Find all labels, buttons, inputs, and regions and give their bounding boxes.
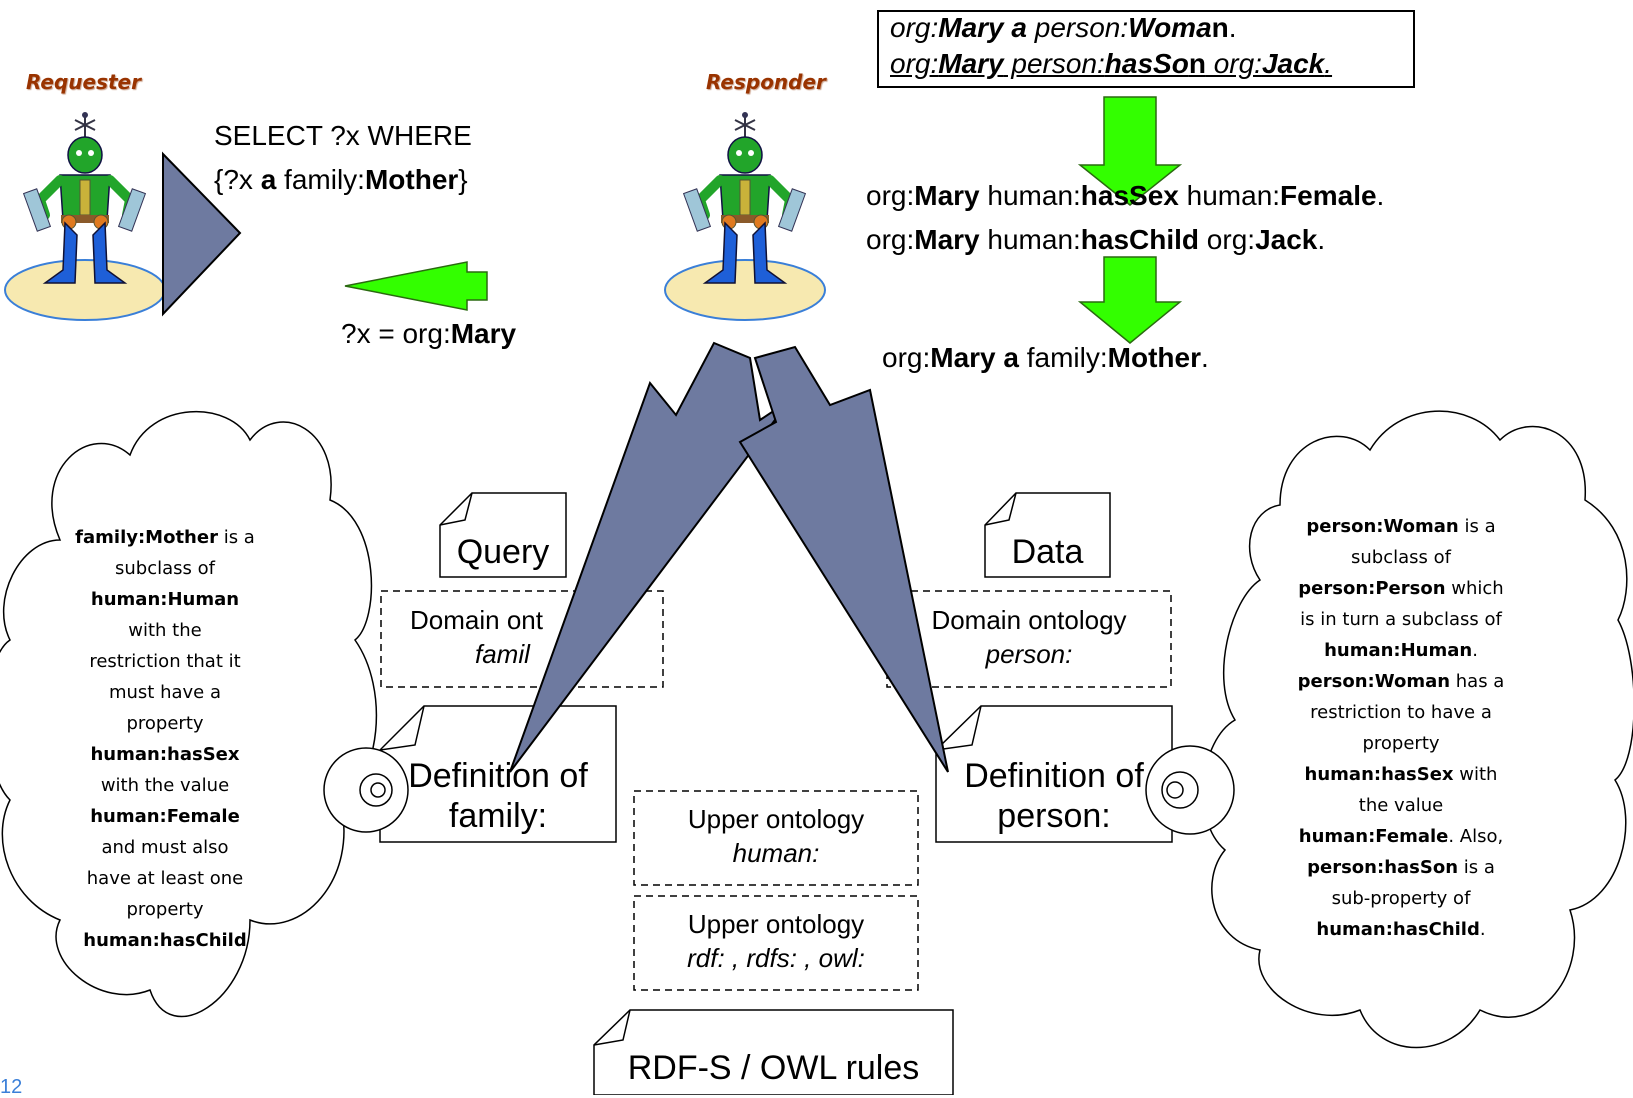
send-query-arrow: [162, 151, 242, 317]
inference-arrow-2: [1077, 256, 1183, 344]
data-document: [984, 492, 1111, 578]
left-thought-cloud: [0, 411, 409, 1018]
upper-ontology-rdf-text: Upper ontology rdf: , rdfs: , owl:: [687, 909, 865, 973]
right-cloud-text: person:Woman is a subclass of person:Per…: [1297, 516, 1505, 940]
query-document-label: Query: [456, 533, 550, 571]
data-triples-text: org:Mary a person:Woman. org:Mary person…: [890, 10, 1332, 82]
inferred-triple-1: org:Mary human:hasSex human:Female.: [866, 180, 1385, 211]
lookup-arrow-person: [738, 345, 949, 773]
page-number: 12: [0, 1076, 23, 1098]
lookup-arrow-family: [509, 341, 791, 773]
responder-label: Responder: [706, 70, 826, 94]
domain-ontology-person-text: Domain ontology person:: [931, 605, 1127, 669]
sparql-query: SELECT ?x WHERE {?x a family:Mother}: [214, 114, 472, 202]
query-answer: ?x = org:Mary: [341, 318, 517, 349]
data-document-label: Data: [1011, 533, 1084, 571]
query-document: [439, 492, 567, 578]
rules-document: [593, 1009, 954, 1095]
requester-agent-icon: [5, 112, 165, 320]
rules-document-label: RDF-S / OWL rules: [627, 1049, 920, 1087]
upper-ontology-human-box: [633, 790, 919, 886]
inference-arrow-1: [1077, 96, 1183, 206]
requester-label: Requester: [26, 70, 141, 94]
inferred-triple-2: org:Mary human:hasChild org:Jack.: [866, 224, 1326, 255]
upper-ontology-rdf-box: [633, 895, 919, 991]
query-line-2: {?x a family:Mother}: [214, 164, 468, 195]
data-triple-1: org:Mary a person:Woman.: [890, 12, 1237, 43]
data-triples-box: [877, 10, 1415, 88]
query-line-1: SELECT ?x WHERE: [214, 120, 472, 151]
responder-agent-icon: [665, 112, 825, 320]
inferred-conclusion: org:Mary a family:Mother.: [882, 342, 1209, 373]
answer-arrow: [344, 261, 488, 311]
upper-ontology-human-text: Upper ontology human:: [687, 804, 865, 868]
definition-person-document: [935, 705, 1173, 843]
inferred-triples: org:Mary human:hasSex human:Female. org:…: [866, 174, 1384, 262]
left-cloud-text: family:Mother is a subclass of human:Hum…: [75, 527, 255, 951]
data-triple-2: org:Mary person:hasSon org:Jack.: [890, 48, 1333, 79]
right-thought-cloud: [1145, 410, 1633, 1049]
domain-ontology-person-box: [886, 590, 1172, 688]
definition-family-document: [379, 705, 617, 843]
domain-ontology-family-text: Domain ont famil: [410, 605, 543, 669]
